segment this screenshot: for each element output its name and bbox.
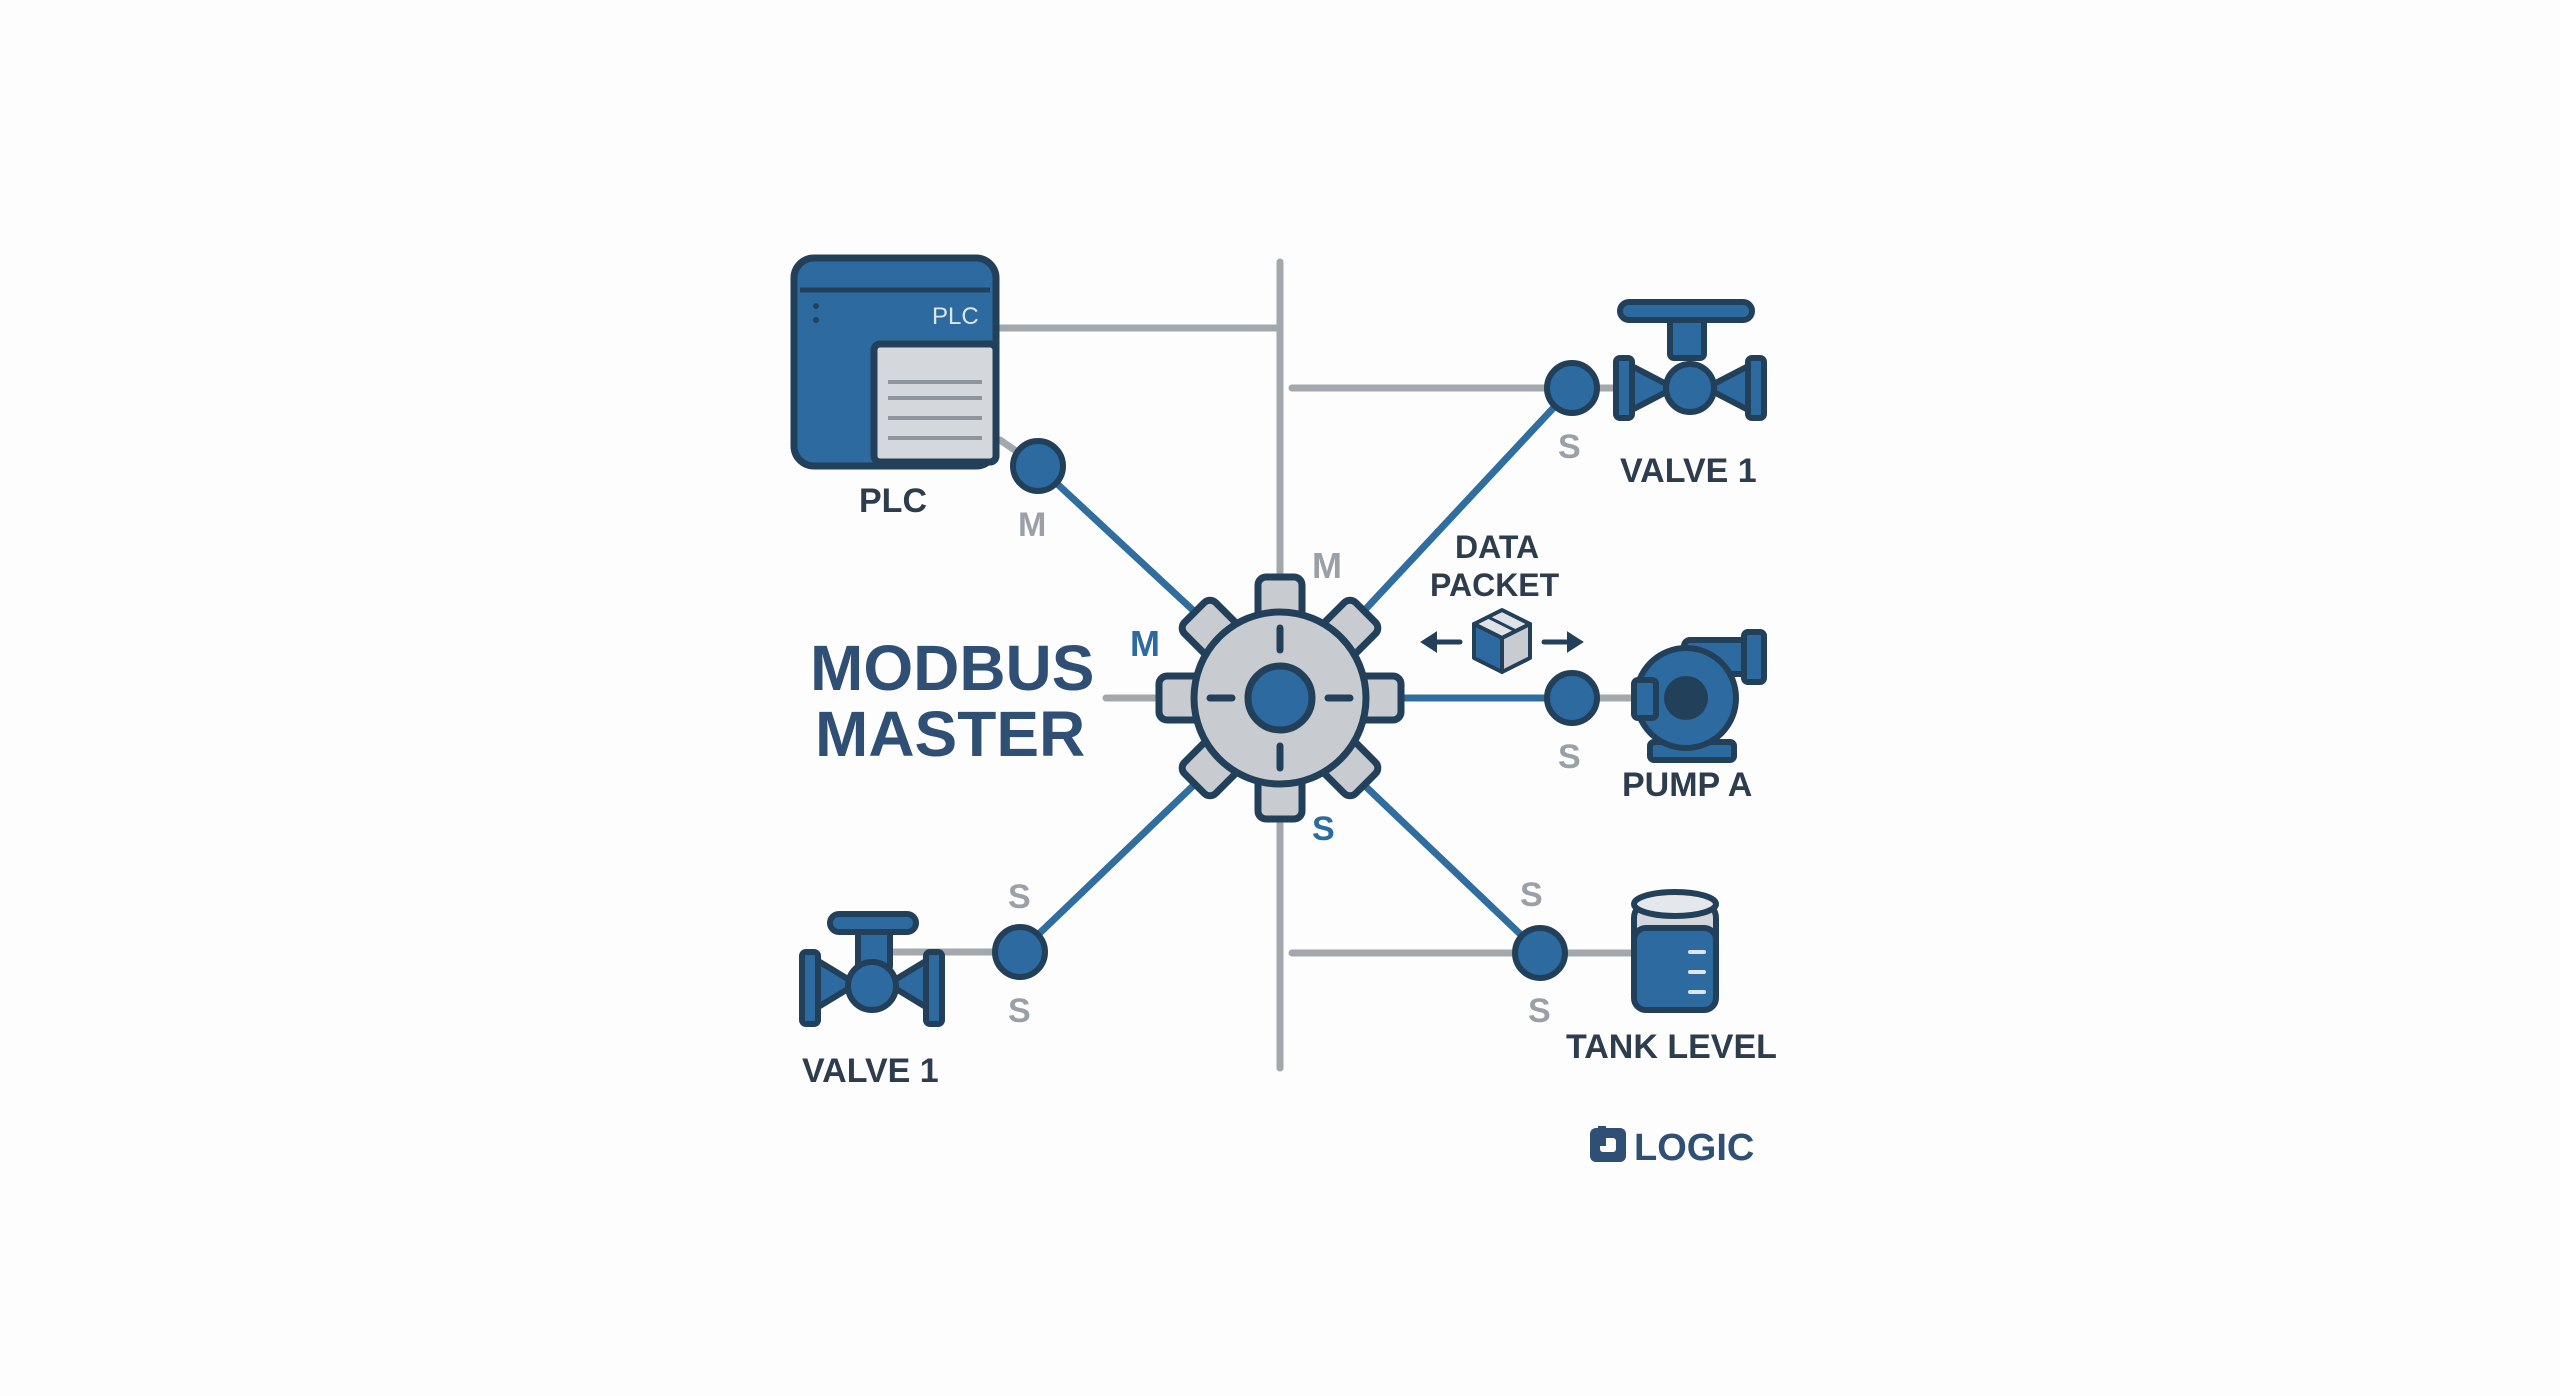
node-plc <box>1010 438 1066 494</box>
logo-text: LOGIC <box>1634 1127 1754 1169</box>
network-links <box>1016 384 1576 957</box>
plc-role: M <box>1018 506 1046 544</box>
pump-label: PUMP A <box>1622 766 1752 804</box>
title-line-1: MODBUS <box>810 632 1094 704</box>
tank-label: TANK LEVEL <box>1566 1028 1777 1066</box>
hub-label-top: M <box>1312 545 1342 586</box>
link-plc <box>1034 462 1200 617</box>
node-valve-top <box>1544 360 1600 416</box>
logic-logo-icon <box>1590 1126 1626 1162</box>
package-icon <box>1472 608 1532 674</box>
plc-icon <box>790 254 1000 470</box>
link-valve-bottom <box>1016 779 1200 956</box>
hub-label-bottom: S <box>1312 810 1335 848</box>
plc-screen-text: PLC <box>932 303 979 330</box>
packet-label-line-2: PACKET <box>1430 567 1560 603</box>
title-line-2: MASTER <box>815 698 1085 770</box>
valve-top-label: VALVE 1 <box>1620 452 1757 490</box>
valve-bottom-role-top: S <box>1008 878 1031 916</box>
tank-icon <box>1631 889 1719 1013</box>
packet-label-line-1: DATA <box>1455 529 1539 565</box>
plc-label: PLC <box>859 482 927 520</box>
tank-role-top: S <box>1520 876 1543 914</box>
link-valve-top <box>1358 384 1576 617</box>
link-tank <box>1358 779 1544 957</box>
valve-bottom-role-bottom: S <box>1008 992 1031 1030</box>
node-tank <box>1512 925 1568 981</box>
connection-nodes <box>992 360 1600 981</box>
valve-bottom-label: VALVE 1 <box>802 1052 939 1090</box>
gear-icon <box>1155 573 1405 823</box>
tank-role-bottom: S <box>1528 992 1551 1030</box>
pump-icon <box>1631 629 1767 763</box>
title: MODBUS MASTER <box>810 632 1094 770</box>
node-valve-bottom <box>992 924 1048 980</box>
pump-role: S <box>1558 738 1581 776</box>
valve-top-role: S <box>1558 428 1581 466</box>
valve-icon <box>1613 299 1767 421</box>
node-pump <box>1544 670 1600 726</box>
valve-icon <box>799 911 945 1027</box>
hub-label-left: M <box>1130 623 1160 664</box>
bidirectional-arrow-icon <box>1420 631 1584 653</box>
